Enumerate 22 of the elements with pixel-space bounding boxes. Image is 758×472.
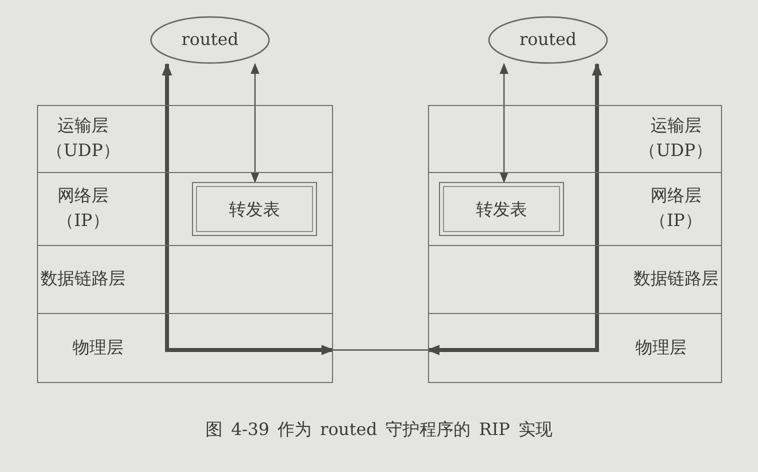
table-box: [439, 182, 564, 236]
table-box: [192, 182, 317, 236]
layer-label: 网络层（IP）: [648, 185, 703, 233]
node-label: routed: [181, 30, 239, 50]
node-label: 转发表: [229, 198, 280, 220]
layer-label: 运输层（UDP）: [45, 115, 121, 163]
arrow: [162, 62, 334, 356]
figure-caption: 图 4-39 作为 routed 守护程序的 RIP 实现: [204, 419, 554, 441]
layer-label: 网络层（IP）: [56, 185, 110, 233]
node-label: routed: [519, 30, 577, 50]
node-label: 转发表: [476, 198, 527, 220]
process-ellipse: [150, 16, 270, 64]
layer-label: 运输层（UDP）: [638, 115, 714, 163]
arrow: [500, 62, 508, 184]
layer-label: 数据链路层: [40, 268, 127, 292]
layer-label: 物理层: [634, 336, 688, 360]
layer-label: 物理层: [72, 336, 125, 360]
process-ellipse: [488, 16, 608, 64]
arrow: [250, 62, 260, 184]
layer-label: 数据链路层: [632, 268, 720, 292]
arrow: [426, 62, 602, 356]
connector-line: [333, 349, 428, 351]
